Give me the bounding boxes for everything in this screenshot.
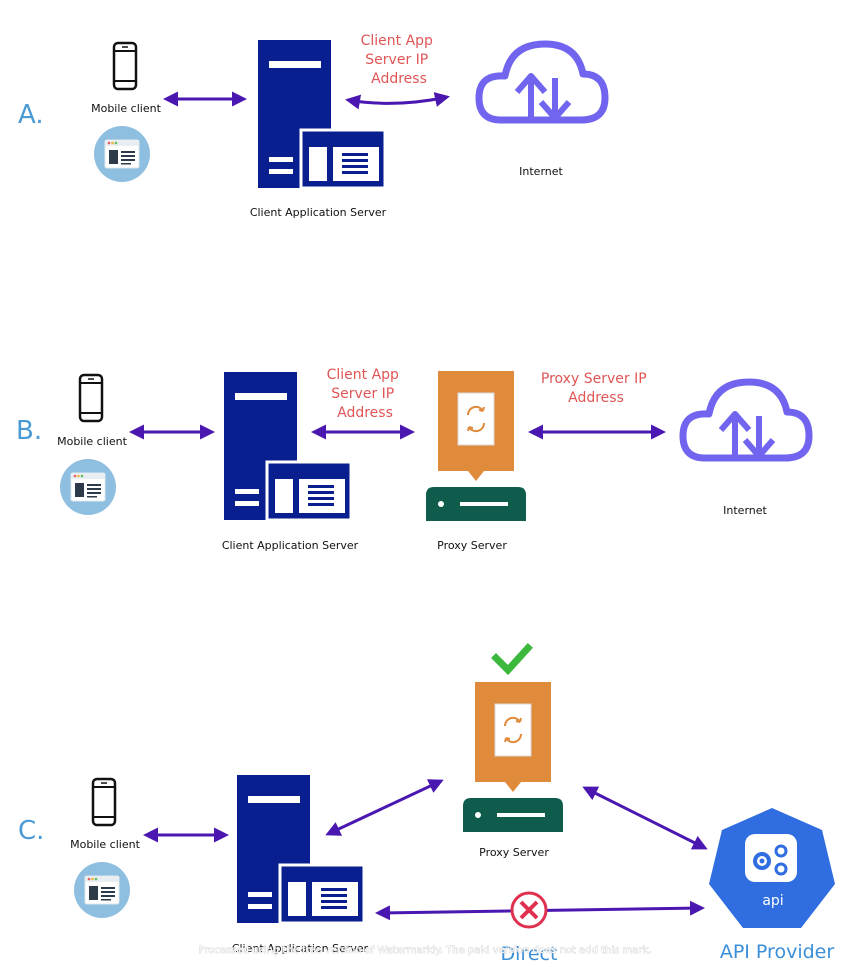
- blocked-x-icon: [510, 891, 548, 929]
- arrow-c-server-proxy: [325, 779, 444, 836]
- checkmark-icon: [491, 643, 533, 676]
- section-b-internet-label: Internet: [723, 504, 767, 517]
- section-a: A. Mobile client Client Application Serv…: [18, 33, 605, 219]
- section-b-proxy-ip-label: Proxy Server IP Address: [541, 371, 651, 406]
- direct-label: Direct: [501, 943, 558, 965]
- section-a-internet-label: Internet: [519, 165, 563, 178]
- section-b-proxy-label: Proxy Server: [437, 539, 507, 552]
- proxy-server-icon: [425, 370, 527, 522]
- section-c-proxy-label: Proxy Server: [479, 846, 549, 859]
- section-c-letter: C.: [18, 816, 44, 846]
- mobile-phone-icon: [91, 777, 117, 827]
- section-a-server-label: Client Application Server: [250, 206, 387, 219]
- watermark-text: Processed using the free version of Wate…: [199, 945, 652, 956]
- section-b-ip-label: Client App Server IP Address: [327, 367, 404, 421]
- arrow-a-server-internet: [345, 92, 450, 110]
- api-gear-icon: api: [709, 808, 835, 928]
- api-provider-label: API Provider: [720, 941, 835, 963]
- section-b-letter: B.: [16, 416, 42, 446]
- cloud-upload-download-icon: [683, 382, 809, 458]
- arrow-c-proxy-api: [582, 786, 708, 850]
- section-a-ip-label: Client App Server IP Address: [361, 33, 438, 87]
- server-icon: [235, 773, 366, 925]
- api-text: api: [762, 893, 783, 909]
- section-c-mobile-label: Mobile client: [70, 838, 140, 851]
- section-b-mobile-label: Mobile client: [57, 435, 127, 448]
- browser-window-icon: [93, 125, 151, 183]
- section-c: C. Mobile client Proxy Server api API Pr…: [18, 643, 835, 965]
- browser-window-icon: [73, 861, 131, 919]
- proxy-server-icon: [462, 681, 564, 833]
- cloud-upload-download-icon: [479, 44, 605, 120]
- section-a-mobile-label: Mobile client: [91, 102, 161, 115]
- section-c-server-label: Client Application Server: [232, 942, 369, 955]
- browser-window-icon: [59, 458, 117, 516]
- mobile-phone-icon: [78, 373, 104, 423]
- section-b-server-label: Client Application Server: [222, 539, 359, 552]
- section-a-letter: A.: [18, 100, 44, 130]
- mobile-phone-icon: [112, 41, 138, 91]
- section-b: B. Mobile client Client Application Serv…: [16, 367, 809, 552]
